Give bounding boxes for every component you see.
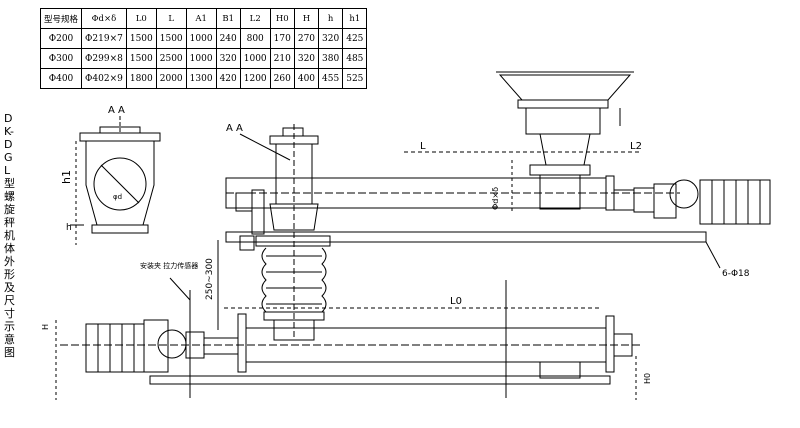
upper-reducer (653, 183, 677, 219)
lower-start-flange (237, 313, 247, 373)
section-aa-view: A A φd h1 h (60, 105, 161, 245)
section-body (85, 140, 155, 226)
bolt-hole-leader (705, 241, 721, 269)
lower-reducer (143, 319, 169, 373)
upper-motor (699, 179, 771, 225)
d-delta-label: Φd×δ (491, 187, 500, 210)
upper-coupling (633, 187, 655, 213)
upper-top-flange (517, 99, 609, 109)
mid-flange (255, 235, 331, 247)
L2-label: L2 (630, 141, 642, 152)
drawing-title: DK-DGL型螺旋秤机体外形及尺寸示意图 (4, 112, 15, 359)
table-row: Φ200 Φ219×7 1500 1500 1000 240 800 170 2… (39, 28, 368, 49)
section-aa-label: A A (108, 105, 125, 116)
table-cell: Φ300 (39, 48, 83, 69)
lower-end-flange (605, 315, 615, 373)
upper-base-frame (225, 231, 707, 243)
callout-leader (169, 277, 191, 301)
lower-reducer-disc (157, 329, 187, 359)
upper-reducer-disc (669, 179, 699, 209)
upper-hopper (498, 74, 632, 101)
inlet-cap (282, 127, 304, 137)
h-label: h (66, 223, 72, 233)
phi-d-label: φd (113, 193, 122, 201)
lower-motor (85, 323, 145, 373)
hopper-transition (269, 203, 319, 231)
bottom-flange (91, 224, 149, 234)
top-flange (79, 132, 161, 142)
spec-header-h1: h1 (342, 8, 368, 29)
upper-inlet-body (525, 107, 601, 135)
lower-end-bearing (613, 333, 633, 357)
lower-screw-conveyor: L0 安装夹 拉力传感器 H H0 (41, 261, 652, 400)
upper-mid-flange (529, 164, 591, 176)
bellows-right (321, 247, 327, 313)
outlet-neck (273, 319, 315, 341)
L-label: L (420, 141, 426, 152)
side-bracket (251, 189, 265, 235)
section-aa-mid-label: A A (226, 123, 243, 134)
lower-base-frame (149, 375, 611, 385)
h1-label: h1 (60, 170, 73, 184)
table-row: Φ300 Φ299×8 1500 2500 1000 320 1000 210 … (39, 48, 368, 69)
lower-bearing (203, 337, 239, 355)
table-cell: Φ402×9 (81, 68, 127, 89)
upper-screw-conveyor: 6-Φ18 L L2 Φd×δ (225, 71, 771, 279)
dim-250-300-label: 250~300 (205, 258, 215, 300)
clamp-block (239, 235, 255, 251)
section-leader (239, 133, 291, 161)
upper-inlet-collar (539, 174, 581, 210)
screw-circle (93, 157, 147, 211)
callout-label: 安装夹 拉力传感器 (140, 261, 198, 270)
spec-table: 型号规格 Φd×δ L0 L A1 B1 L2 H0 H h h1 Φ200 Φ… (39, 8, 368, 89)
bolt-hole-label: 6-Φ18 (722, 269, 750, 279)
bellows-left (261, 247, 267, 313)
L0-label: L0 (450, 296, 462, 307)
lower-outlet (539, 361, 581, 379)
table-cell: Φ400 (39, 68, 83, 89)
spec-table-header-row: 型号规格 Φd×δ L0 L A1 B1 L2 H0 H h h1 (39, 8, 368, 29)
table-cell: 420 (215, 68, 241, 89)
table-cell: 2000 (155, 68, 187, 89)
H0-label: H0 (643, 373, 652, 384)
upper-transition (539, 133, 591, 166)
diameter-line (100, 164, 140, 204)
table-cell: 525 (342, 68, 368, 89)
H-label: H (41, 324, 50, 330)
inlet-neck (99, 126, 141, 134)
table-row: Φ400 Φ402×9 1800 2000 1300 420 1200 260 … (39, 68, 368, 89)
